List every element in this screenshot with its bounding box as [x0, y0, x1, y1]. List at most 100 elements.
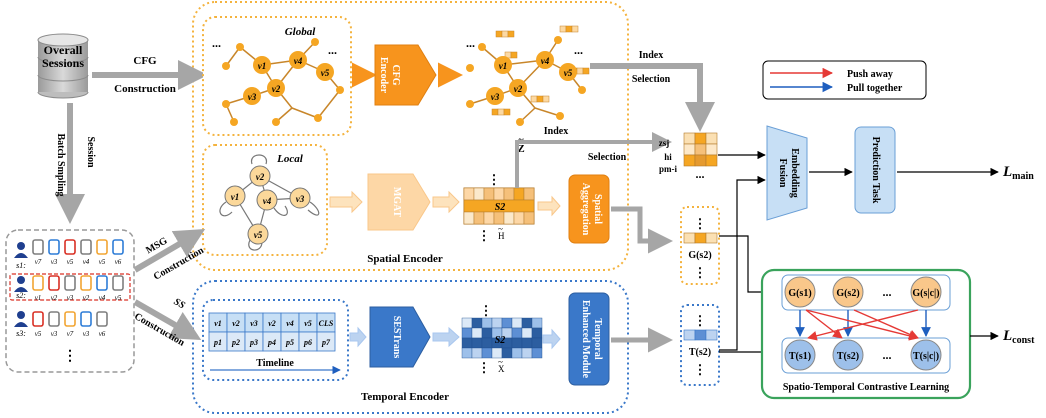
x-to-temporal-arrow	[542, 328, 561, 350]
svg-text:v4: v4	[541, 56, 550, 66]
x-matrix-cell	[511, 347, 523, 359]
t-ellipsis: ...	[883, 348, 892, 362]
timeline-bottom-label: p5	[285, 338, 294, 347]
aggregation-to-g-arrow	[611, 206, 673, 254]
svg-text:v3: v3	[296, 194, 305, 204]
device-icon	[32, 275, 44, 291]
global-ellipsis-right: ...	[328, 43, 337, 57]
session-s2-highlight	[9, 273, 131, 301]
spatial-aggregation-label-2: Aggregation	[580, 183, 591, 236]
x-matrix-cell	[521, 337, 533, 349]
session-label-s3: s3:	[16, 329, 26, 338]
t-dots-top: ⋮	[694, 313, 707, 328]
cfg-encoder-label-1: CFG	[390, 64, 401, 85]
svg-text:v4: v4	[263, 196, 272, 206]
z-graph-edges	[469, 39, 583, 123]
device-icon	[48, 311, 60, 327]
session-item-label: v2	[51, 294, 58, 302]
session-item-label: v5	[99, 258, 106, 266]
session-item-label: v3	[51, 258, 58, 266]
x-matrix-cell	[511, 337, 523, 349]
x-matrix-row-label: S2	[495, 335, 506, 346]
session-item-label: v5	[35, 330, 42, 338]
global-node-v1: v1	[253, 56, 271, 74]
user-icon-s1	[14, 242, 28, 258]
t-node-2: T(s2)	[832, 339, 864, 371]
timeline-label: Timeline	[256, 358, 294, 369]
device-icon	[96, 275, 108, 291]
batch-arrow-label-2: Batch Smpling	[55, 133, 66, 196]
device-icon	[96, 311, 108, 327]
global-node-v2: v2	[267, 79, 285, 97]
g-node-row	[781, 274, 951, 311]
device-icon	[64, 311, 76, 327]
x-matrix-cell	[461, 317, 473, 329]
select-dots: ...	[696, 167, 705, 181]
x-matrix-cell	[531, 317, 543, 329]
svg-text:v1: v1	[231, 192, 240, 202]
temporal-module-block	[568, 292, 610, 386]
global-node-v3: v3	[243, 87, 261, 105]
svg-text:v5: v5	[254, 230, 263, 240]
ss-construction-arrow	[133, 299, 202, 340]
global-ellipsis-left: ...	[212, 36, 221, 50]
svg-text:v3: v3	[248, 92, 257, 102]
index-mid-label-2: Selection	[588, 152, 627, 163]
z-graph-small-nodes	[466, 36, 586, 126]
temporal-module-label-1: Temporal	[592, 318, 603, 360]
timeline-bottom-label: p4	[267, 338, 276, 347]
svg-text:v3: v3	[491, 92, 500, 102]
local-graph-title: Local	[276, 153, 304, 165]
select-label-z: zsj	[659, 138, 670, 148]
svg-text:v5: v5	[321, 68, 330, 78]
svg-text:v1: v1	[499, 61, 508, 71]
device-icon	[80, 239, 92, 255]
user-icon-s2	[14, 276, 28, 292]
timeline-top-label: v1	[214, 319, 222, 328]
x-matrix-cell	[521, 347, 533, 359]
x-dots-top: ⋮	[480, 303, 493, 318]
h-index-selection-arrow	[515, 132, 672, 188]
g-to-fusion-connector	[719, 175, 766, 237]
contrastive-title: Spatio-Temporal Contrastive Learning	[783, 382, 949, 393]
z-node-v4: v4	[536, 51, 554, 69]
session-batch-frame	[5, 229, 135, 373]
z-index-selection-arrow	[590, 63, 715, 132]
x-matrix-cell	[481, 347, 493, 359]
index-top-label-2: Selection	[632, 74, 671, 85]
database-icon	[37, 33, 89, 99]
z-node-v5: v5	[559, 63, 577, 81]
x-matrix	[461, 317, 543, 359]
cfg-arrow-label-2: Construction	[114, 83, 176, 95]
t-column-embedding	[683, 329, 718, 341]
x-matrix-cell	[471, 347, 483, 359]
t-to-fusion-connector	[719, 236, 738, 351]
x-matrix-cell	[481, 327, 493, 339]
local-to-mgat-arrow	[329, 190, 363, 214]
local-node-v5: v5	[247, 223, 269, 245]
g-column-embedding	[683, 232, 718, 244]
device-icon	[64, 275, 76, 291]
device-icon	[80, 311, 92, 327]
batch-arrow-label-1: Session	[85, 136, 96, 168]
g-ellipsis: ...	[883, 285, 892, 299]
sestrans-to-x-arrow	[432, 326, 460, 348]
embedding-fusion-label-2: Fusion	[777, 159, 788, 188]
device-icon	[64, 239, 76, 255]
session-list-dots: ⋮	[63, 349, 77, 364]
x-matrix-cell	[471, 327, 483, 339]
cfg-encoder-block	[374, 44, 437, 106]
session-item-label: v3	[51, 330, 58, 338]
z-embedding-bars	[491, 25, 590, 116]
svg-text:G(s2): G(s2)	[836, 288, 859, 299]
prediction-task-block	[854, 126, 896, 214]
session-item-label: v7	[67, 330, 74, 338]
cfg-encoder-label-2: Encoder	[378, 57, 389, 94]
timeline-top-label: v2	[268, 319, 276, 328]
t-column-label: T(s2)	[689, 347, 711, 358]
session-item-label: v4	[99, 294, 106, 302]
spatial-region-frame	[192, 1, 629, 271]
